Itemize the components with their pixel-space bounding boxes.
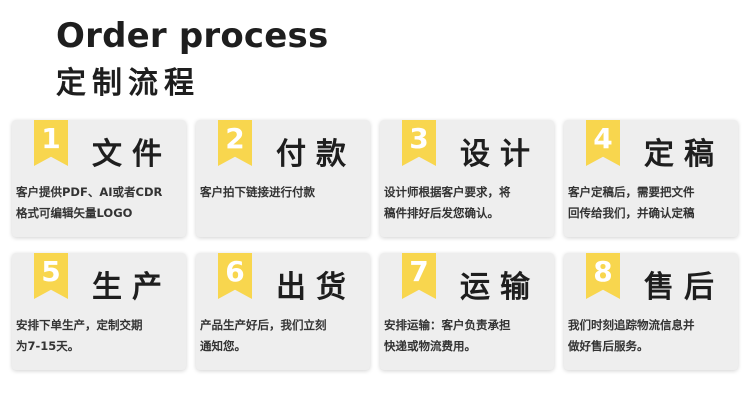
step-card-4: 4 定稿 客户定稿后，需要把文件 回传给我们，并确认定稿: [564, 120, 738, 237]
page-title-chinese: 定制流程: [56, 66, 200, 101]
step-number: 4: [593, 122, 613, 155]
step-card-6: 6 出货 产品生产好后，我们立刻 通知您。: [196, 253, 370, 370]
step-card-7: 7 运输 安排运输：客户负责承担 快递或物流费用。: [380, 253, 554, 370]
step-number: 8: [593, 255, 613, 288]
step-card-3: 3 设计 设计师根据客户要求，将 稿件排好后发您确认。: [380, 120, 554, 237]
step-title: 运输: [460, 270, 540, 305]
step-description-line: 产品生产好后，我们立刻: [200, 318, 327, 332]
step-title: 付款: [276, 137, 356, 172]
step-description: 客户定稿后，需要把文件 回传给我们，并确认定稿: [568, 182, 735, 224]
step-number-ribbon: 4: [586, 120, 620, 166]
step-description-line: 快递或物流费用。: [384, 339, 476, 353]
step-number-ribbon: 1: [34, 120, 68, 166]
step-card-8: 8 售后 我们时刻追踪物流信息并 做好售后服务。: [564, 253, 738, 370]
step-description: 产品生产好后，我们立刻 通知您。: [200, 315, 367, 357]
step-description-line: 回传给我们，并确认定稿: [568, 206, 695, 220]
step-number-ribbon: 7: [402, 253, 436, 299]
step-title: 生产: [92, 270, 172, 305]
step-description-line: 我们时刻追踪物流信息并: [568, 318, 695, 332]
step-title: 文件: [92, 137, 172, 172]
process-steps-grid: 1 文件 客户提供PDF、AI或者CDR 格式可编辑矢量LOGO 2 付款 客户…: [12, 120, 744, 370]
step-card-2: 2 付款 客户拍下链接进行付款: [196, 120, 370, 237]
step-number: 5: [41, 255, 61, 288]
step-description-line: 格式可编辑矢量LOGO: [16, 206, 133, 220]
step-number: 7: [409, 255, 429, 288]
step-description-line: 设计师根据客户要求，将: [384, 185, 511, 199]
step-description: 安排下单生产，定制交期 为7-15天。: [16, 315, 183, 357]
step-number-ribbon: 5: [34, 253, 68, 299]
step-number: 6: [225, 255, 245, 288]
page-title-english: Order process: [56, 16, 329, 56]
step-number-ribbon: 2: [218, 120, 252, 166]
step-description-line: 客户定稿后，需要把文件: [568, 185, 695, 199]
step-title: 售后: [644, 270, 724, 305]
step-title: 设计: [460, 137, 540, 172]
step-number: 2: [225, 122, 245, 155]
step-card-5: 5 生产 安排下单生产，定制交期 为7-15天。: [12, 253, 186, 370]
step-description: 我们时刻追踪物流信息并 做好售后服务。: [568, 315, 735, 357]
step-description-line: 通知您。: [200, 339, 246, 353]
step-card-1: 1 文件 客户提供PDF、AI或者CDR 格式可编辑矢量LOGO: [12, 120, 186, 237]
step-number-ribbon: 6: [218, 253, 252, 299]
step-description: 安排运输：客户负责承担 快递或物流费用。: [384, 315, 551, 357]
step-number: 3: [409, 122, 429, 155]
step-number-ribbon: 3: [402, 120, 436, 166]
step-description: 客户拍下链接进行付款: [200, 182, 367, 203]
step-description-line: 客户拍下链接进行付款: [200, 185, 315, 199]
step-description-line: 稿件排好后发您确认。: [384, 206, 499, 220]
step-description-line: 客户提供PDF、AI或者CDR: [16, 185, 163, 199]
step-description-line: 安排运输：客户负责承担: [384, 318, 511, 332]
step-description: 客户提供PDF、AI或者CDR 格式可编辑矢量LOGO: [16, 182, 183, 224]
step-description-line: 安排下单生产，定制交期: [16, 318, 143, 332]
step-title: 出货: [276, 270, 356, 305]
step-title: 定稿: [644, 137, 724, 172]
step-description-line: 做好售后服务。: [568, 339, 649, 353]
step-number-ribbon: 8: [586, 253, 620, 299]
step-number: 1: [41, 122, 61, 155]
step-description-line: 为7-15天。: [16, 339, 80, 353]
step-description: 设计师根据客户要求，将 稿件排好后发您确认。: [384, 182, 551, 224]
